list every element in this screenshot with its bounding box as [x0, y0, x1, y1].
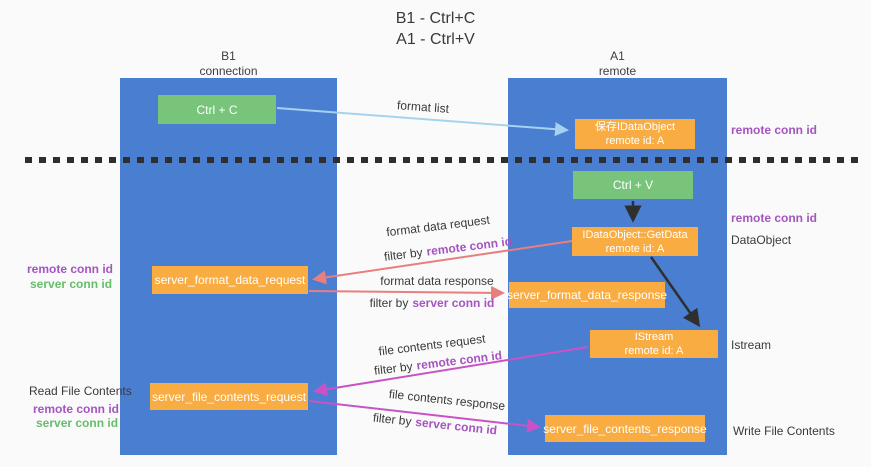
node-ctrl-v-label: Ctrl + V — [612, 178, 654, 192]
arrow-format-data-request — [312, 240, 573, 285]
node-server-format-data-request-label: server_format_data_request — [154, 273, 306, 287]
filter-by-text-2: filter by — [369, 296, 409, 310]
label-istream-side: Istream — [731, 338, 772, 352]
node-ctrl-v: Ctrl + V — [573, 171, 693, 199]
diagram-title: B1 - Ctrl+C A1 - Ctrl+V — [0, 8, 871, 50]
label-remote-conn-id-left-2: remote conn id — [33, 402, 120, 416]
column-a1-role: remote — [598, 64, 637, 78]
node-server-format-data-response-label: server_format_data_response — [506, 288, 668, 302]
label-dataobject: DataObject — [731, 233, 792, 247]
title-line-1: B1 - Ctrl+C — [395, 10, 476, 27]
node-ctrl-c: Ctrl + C — [158, 95, 276, 124]
node-getdata-line1: IDataObject::GetData — [582, 228, 688, 241]
column-header-a1: A1 remote — [508, 49, 727, 79]
column-b1-role: connection — [199, 64, 258, 78]
arrow-format-list — [276, 107, 569, 137]
label-remote-conn-id-right-2: remote conn id — [731, 211, 818, 225]
node-save-dataobject-line2: remote id: A — [605, 135, 665, 147]
node-getdata-line2: remote id: A — [605, 242, 665, 255]
node-istream: IStream remote id: A — [590, 330, 718, 358]
node-save-dataobject-line1: 保存IDataObject — [594, 121, 676, 133]
node-server-format-data-request: server_format_data_request — [152, 266, 308, 294]
arrow-file-contents-request — [313, 346, 589, 397]
node-server-file-contents-request: server_file_contents_request — [150, 383, 308, 410]
node-server-format-data-response: server_format_data_response — [506, 282, 668, 308]
label-write-file-contents: Write File Contents — [733, 424, 835, 438]
node-save-dataobject: 保存IDataObject remote id: A — [575, 119, 695, 149]
arrow-file-contents-response — [308, 400, 541, 433]
node-server-file-contents-request-label: server_file_contents_request — [151, 389, 307, 404]
arrow-getdata-to-istream — [649, 256, 701, 328]
node-server-file-contents-response: server_file_contents_response — [543, 415, 707, 442]
server-conn-id-text-1: server conn id — [412, 296, 495, 310]
label-read-file-contents: Read File Contents — [29, 384, 132, 398]
label-server-conn-id-left-1: server conn id — [30, 277, 113, 291]
node-idataobject-getdata: IDataObject::GetData remote id: A — [572, 227, 698, 256]
label-remote-conn-id-left-1: remote conn id — [27, 262, 114, 276]
label-server-conn-id-left-2: server conn id — [36, 416, 119, 430]
title-line-2: A1 - Ctrl+V — [396, 31, 475, 48]
column-header-b1: B1 connection — [120, 49, 337, 79]
label-remote-conn-id-right-1: remote conn id — [731, 123, 818, 137]
label-format-data-response: format data response — [380, 274, 494, 288]
node-server-file-contents-response-label: server_file_contents_response — [543, 421, 707, 436]
node-ctrl-c-label: Ctrl + C — [196, 102, 238, 117]
node-istream-line2: remote id: A — [624, 345, 684, 357]
arrow-format-data-response — [308, 285, 505, 300]
column-b1-name: B1 — [221, 49, 236, 63]
column-a1-name: A1 — [610, 49, 625, 63]
node-istream-line1: IStream — [634, 331, 674, 343]
